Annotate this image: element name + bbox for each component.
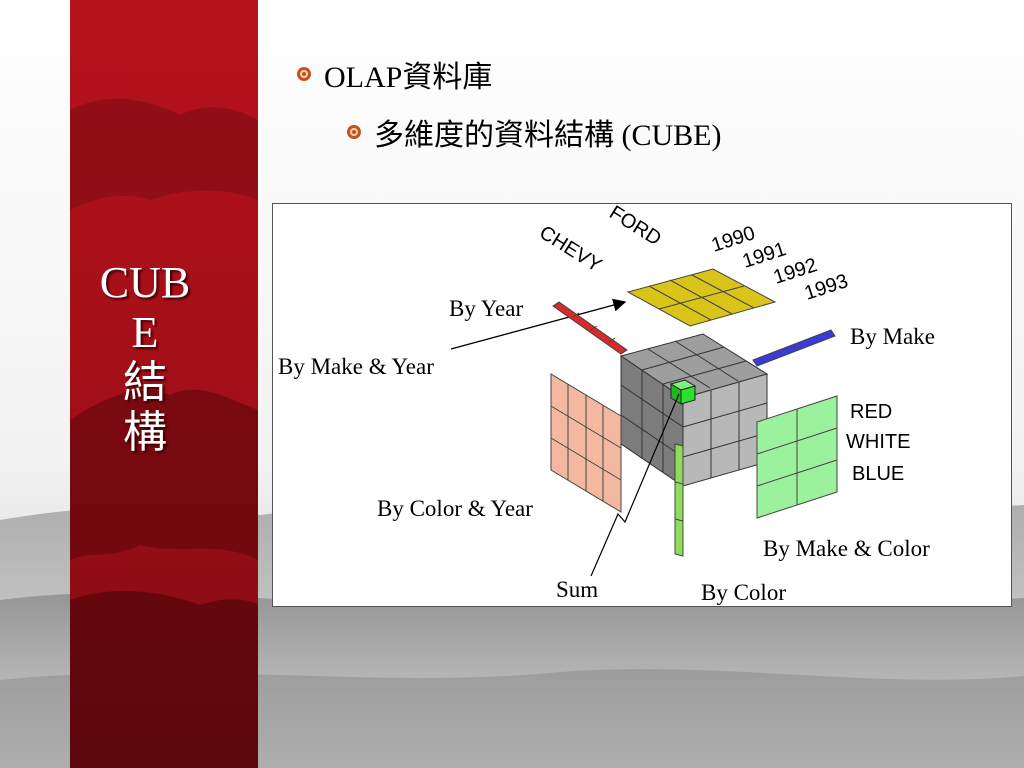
sidebar-title-line-1: CUB [99,258,191,307]
color-year-slab [550,373,622,513]
color-label-red: RED [850,401,892,423]
make-label-ford: FORD [605,204,665,250]
label-by-make-year: By Make & Year [278,354,434,379]
sum-cube [669,379,697,405]
color-label-white: WHITE [846,431,910,453]
sidebar-title-line-2: E [131,308,159,357]
color-label-blue: BLUE [852,463,904,485]
bullet-item-cube: 多維度的資料結構 (CUBE) [346,110,722,154]
label-by-color: By Color [701,580,786,605]
cube-diagram-figure: CHEVY FORD 1990 1991 1992 1993 By Year [272,203,1012,607]
bullet-text-olap: OLAP資料庫 [324,61,493,94]
label-sum: Sum [556,577,598,602]
sidebar-title-line-4: 構 [123,408,167,457]
label-by-color-year: By Color & Year [377,496,533,521]
main-data-cube [619,333,769,487]
color-bar [674,443,684,557]
flower-bullet-icon [347,125,361,139]
flower-bullet-icon [297,67,311,81]
sum-pointer-line [590,393,680,577]
make-color-slab [756,395,838,519]
bullet-text-cube: 多維度的資料結構 (CUBE) [374,119,722,152]
top-slab-make-year [626,268,777,327]
label-by-make: By Make [850,324,935,349]
sidebar-title: CUB E 結 構 [70,258,220,458]
bullet-item-olap: OLAP資料庫 [296,52,492,96]
make-label-chevy: CHEVY [535,222,605,277]
year-bar [552,301,628,355]
sidebar-title-line-3: 結 [123,358,167,407]
make-bar [752,329,836,367]
arrow-by-year [450,298,627,350]
label-by-year: By Year [449,296,523,321]
cube-diagram: CHEVY FORD 1990 1991 1992 1993 By Year [278,204,935,605]
label-by-make-color: By Make & Color [763,536,930,561]
